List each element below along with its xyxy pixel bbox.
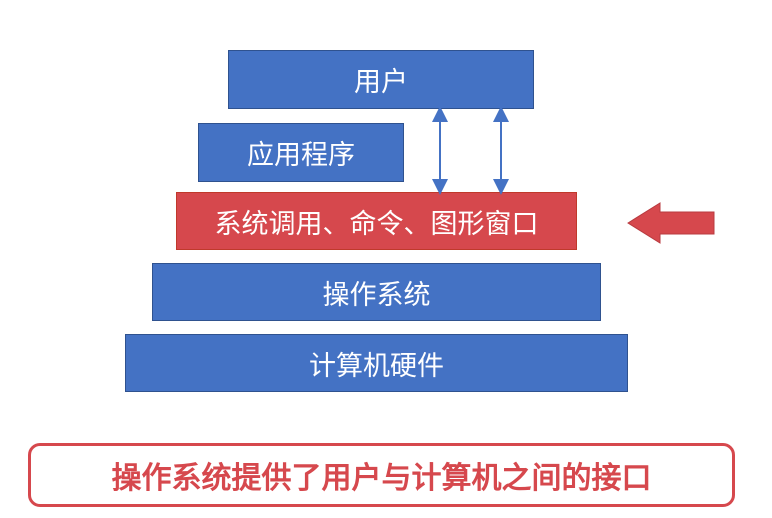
summary-caption: 操作系统提供了用户与计算机之间的接口: [28, 443, 735, 507]
application-layer-label: 应用程序: [247, 140, 355, 171]
user-layer: 用户: [228, 50, 534, 109]
hardware-layer-label: 计算机硬件: [309, 350, 444, 382]
summary-caption-text: 操作系统提供了用户与计算机之间的接口: [111, 461, 652, 496]
left-arrow-icon: [627, 202, 715, 244]
application-layer: 应用程序: [198, 123, 404, 182]
os-layer-label: 操作系统: [322, 279, 431, 311]
user-layer-label: 用户: [354, 67, 408, 98]
interface-layer-label: 系统调用、命令、图形窗口: [214, 208, 539, 240]
hardware-layer: 计算机硬件: [125, 334, 628, 392]
os-layer: 操作系统: [152, 263, 601, 321]
interface-layer: 系统调用、命令、图形窗口: [176, 192, 577, 250]
